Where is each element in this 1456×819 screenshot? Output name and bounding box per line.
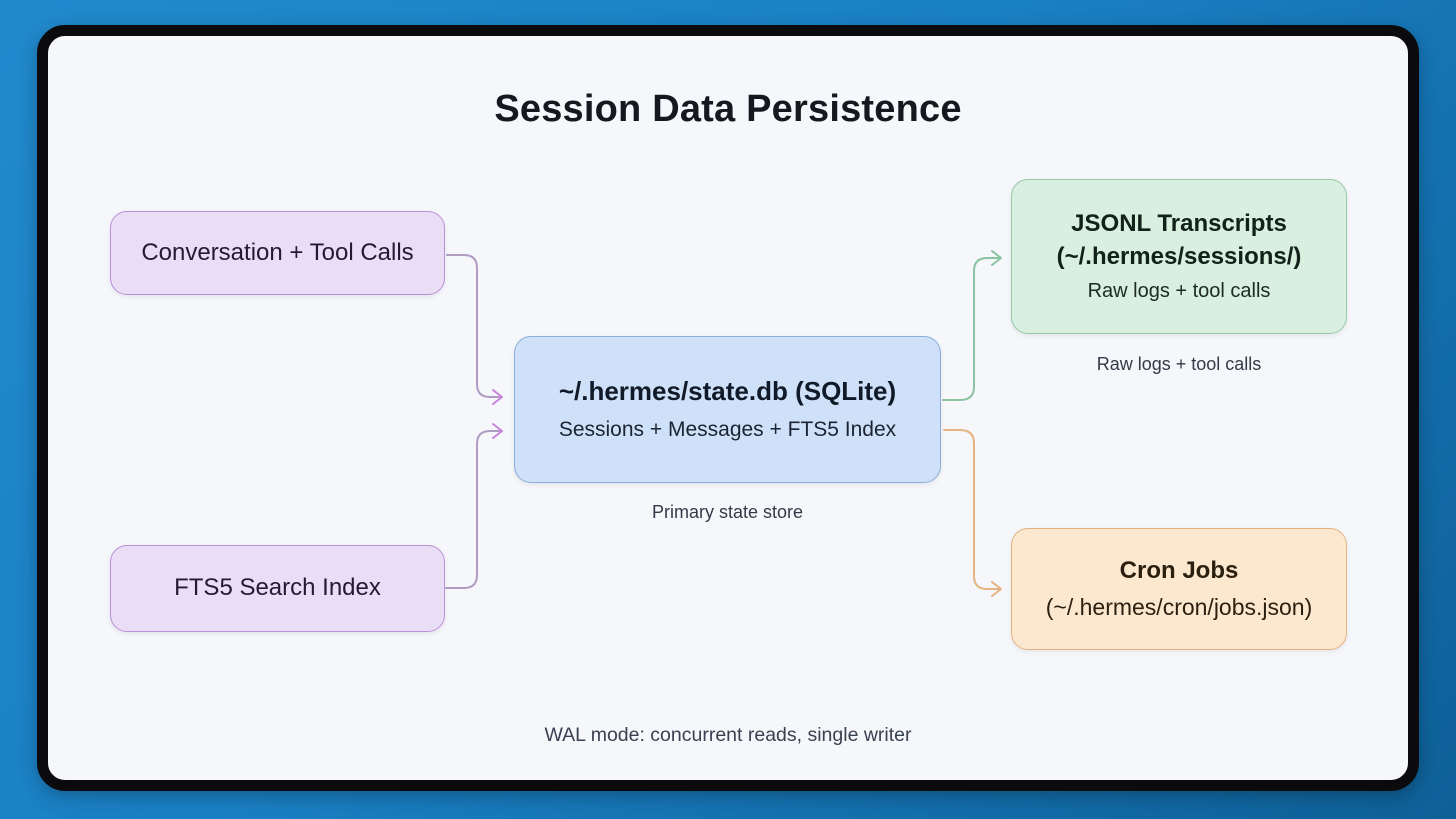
node-jsonl-subtitle: Raw logs + tool calls <box>1087 279 1271 302</box>
caption-primary-state-store: Primary state store <box>651 502 804 522</box>
node-state-db: ~/.hermes/state.db (SQLite) Sessions + M… <box>514 336 941 483</box>
node-cron-title: Cron Jobs <box>1119 557 1239 585</box>
node-state-db-subtitle: Sessions + Messages + FTS5 Index <box>558 418 897 442</box>
node-conversation-label: Conversation + Tool Calls <box>141 238 414 266</box>
node-cron-jobs: Cron Jobs (~/.hermes/cron/jobs.json) <box>1011 528 1347 650</box>
caption-raw-logs: Raw logs + tool calls <box>1096 354 1262 374</box>
node-jsonl-transcripts: JSONL Transcripts (~/.hermes/sessions/) … <box>1011 179 1347 334</box>
node-fts5-search-index: FTS5 Search Index <box>110 545 445 632</box>
node-cron-path: (~/.hermes/cron/jobs.json) <box>1045 593 1313 620</box>
node-jsonl-title: JSONL Transcripts <box>1071 210 1287 238</box>
node-jsonl-path: (~/.hermes/sessions/) <box>1056 242 1302 270</box>
footer-note: WAL mode: concurrent reads, single write… <box>544 724 912 746</box>
node-fts5-label: FTS5 Search Index <box>174 574 381 602</box>
node-conversation-tool-calls: Conversation + Tool Calls <box>110 211 445 295</box>
node-state-db-title: ~/.hermes/state.db (SQLite) <box>558 376 897 407</box>
diagram-title: Session Data Persistence <box>494 88 962 130</box>
